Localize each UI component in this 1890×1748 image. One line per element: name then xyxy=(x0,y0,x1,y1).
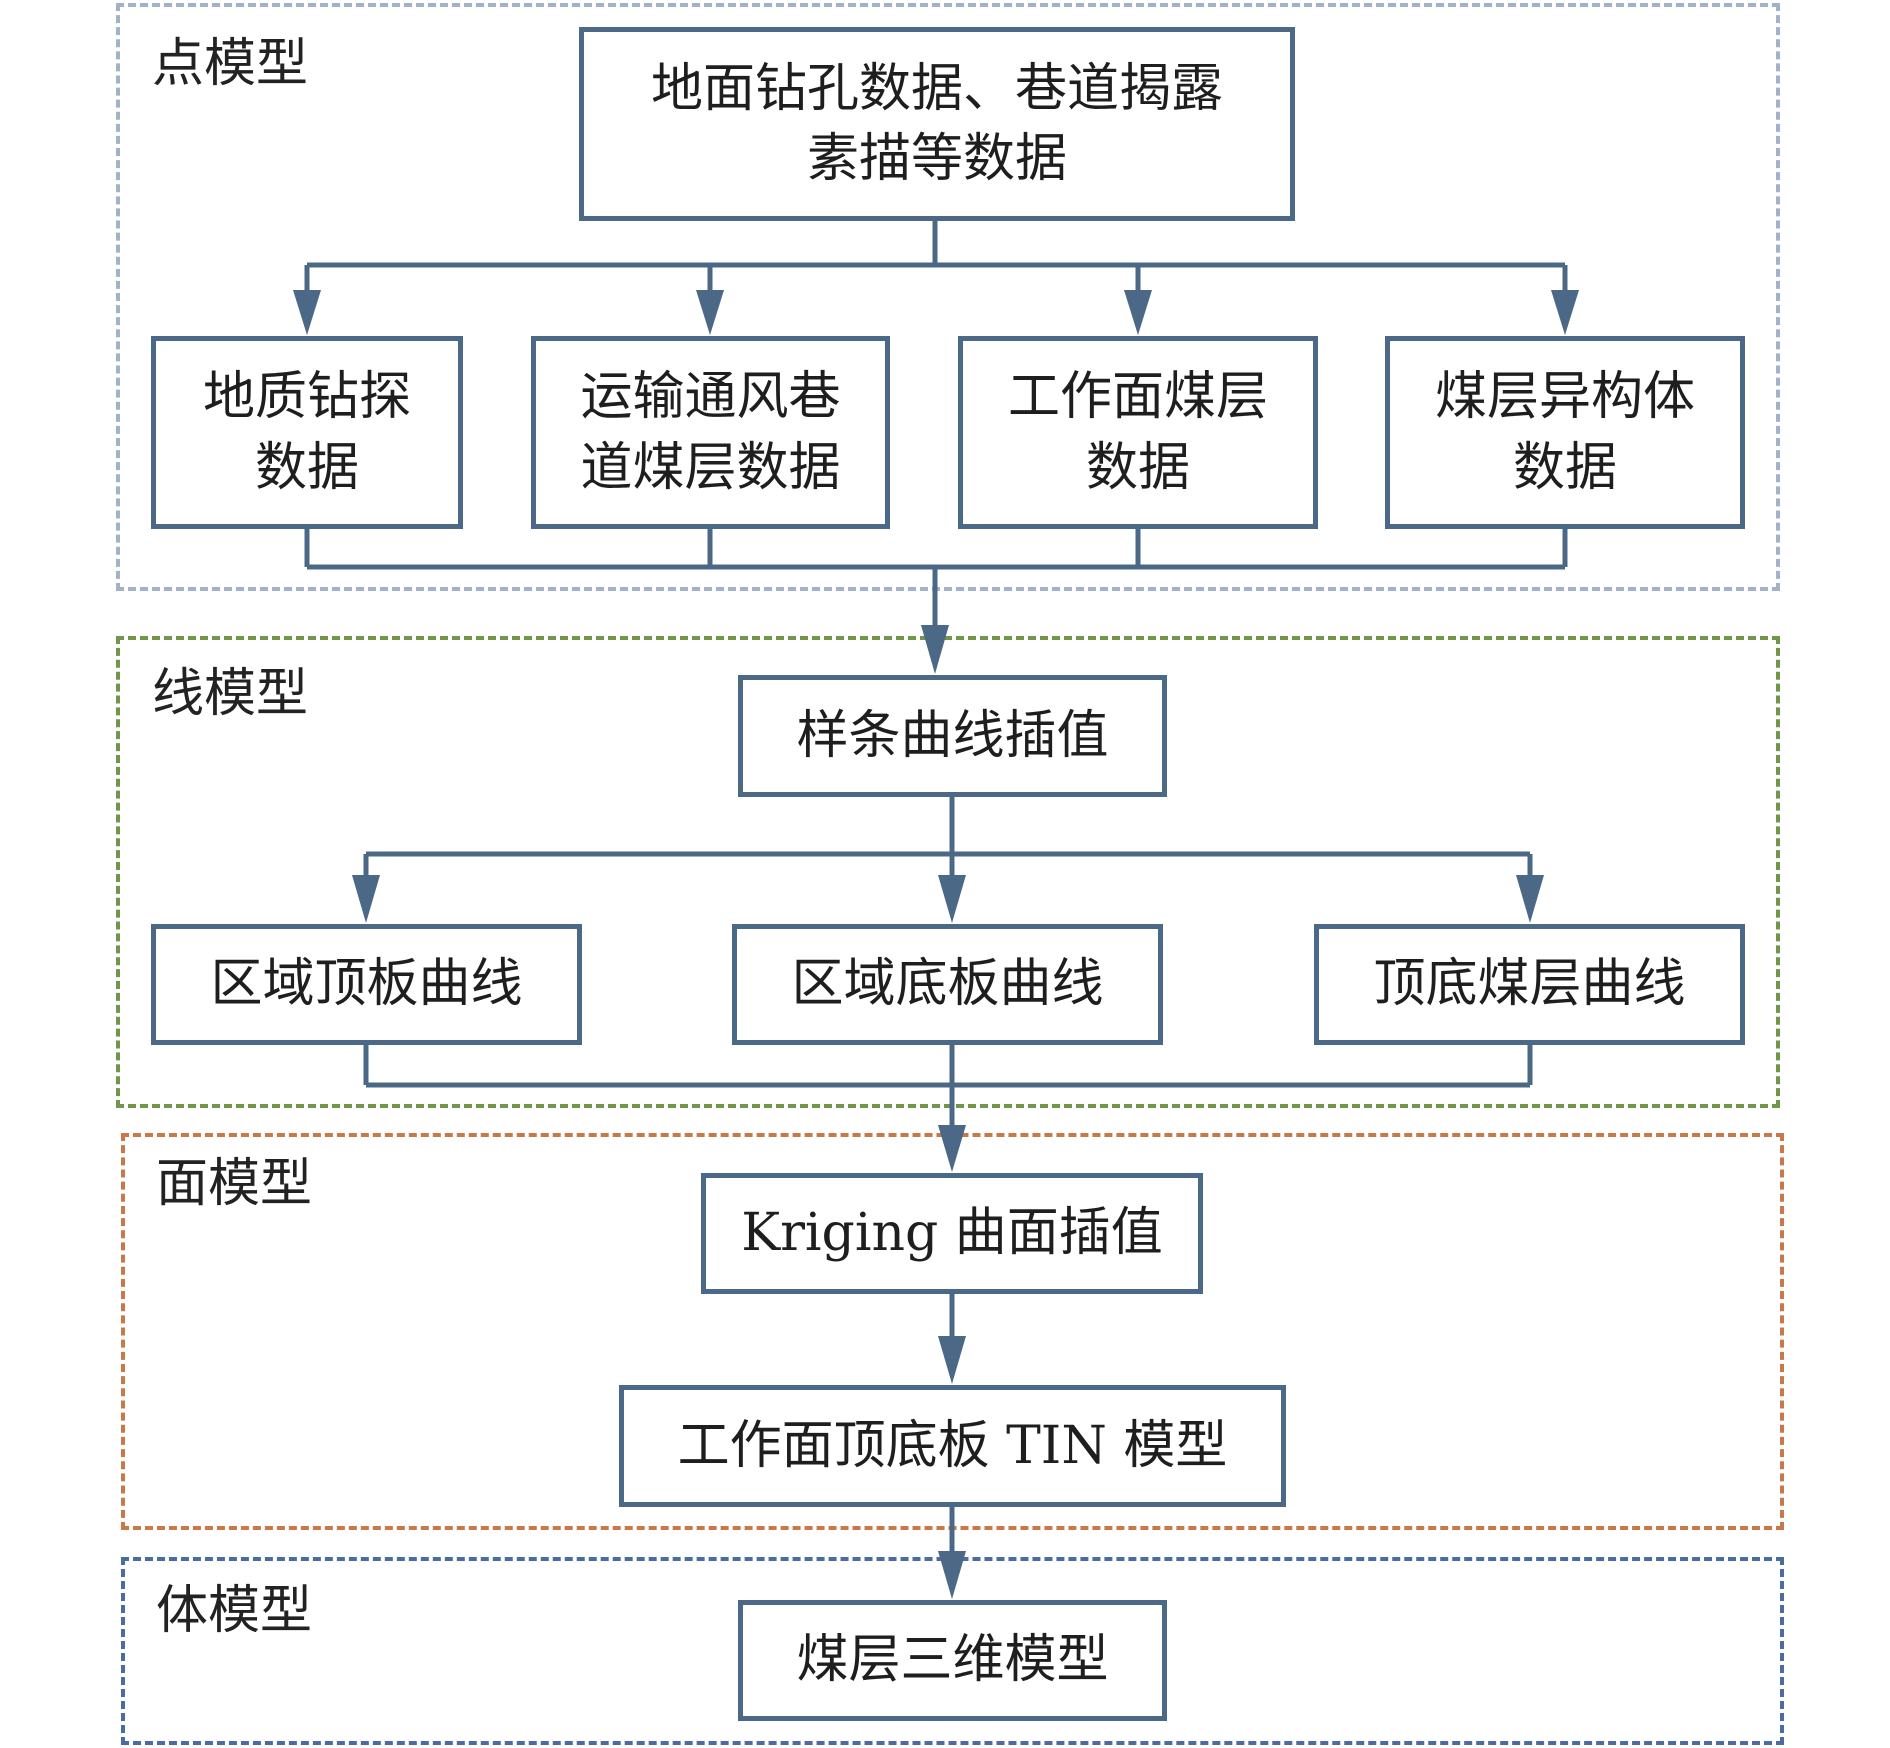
node-label-line: 煤层异构体 xyxy=(1434,367,1695,428)
seam-anomaly-data-node: 煤层异构体 数据 xyxy=(1385,336,1745,529)
node-label-line: 运输通风巷 xyxy=(580,367,841,428)
node-label-line: 数据 xyxy=(254,437,359,498)
tin-model-node: 工作面顶底板 TIN 模型 xyxy=(619,1385,1286,1507)
node-label: 样条曲线插值 xyxy=(796,705,1109,766)
geo-drill-data-node: 地质钻探 数据 xyxy=(151,336,463,529)
seam-curve-node: 顶底煤层曲线 xyxy=(1314,924,1745,1045)
seam-3d-model-node: 煤层三维模型 xyxy=(738,1600,1167,1721)
workface-seam-data-node: 工作面煤层 数据 xyxy=(958,336,1318,529)
node-label-line: 地质钻探 xyxy=(202,367,411,428)
floor-curve-node: 区域底板曲线 xyxy=(732,924,1163,1045)
node-label-line: 数据 xyxy=(1512,437,1617,498)
node-label-line: 数据 xyxy=(1085,437,1190,498)
roadway-seam-data-node: 运输通风巷 道煤层数据 xyxy=(531,336,890,529)
point-model-section xyxy=(116,3,1780,591)
node-label: 顶底煤层曲线 xyxy=(1373,954,1686,1015)
node-label-line: 工作面煤层 xyxy=(1007,367,1268,428)
surface-model-label: 面模型 xyxy=(156,1154,313,1214)
spline-interpolation-node: 样条曲线插值 xyxy=(738,675,1167,797)
source-data-node: 地面钻孔数据、巷道揭露 素描等数据 xyxy=(579,27,1295,221)
roof-curve-node: 区域顶板曲线 xyxy=(151,924,582,1045)
node-label: 区域顶板曲线 xyxy=(210,954,523,1015)
point-model-label: 点模型 xyxy=(152,34,309,94)
kriging-interpolation-node: Kriging 曲面插值 xyxy=(701,1173,1203,1294)
body-model-label: 体模型 xyxy=(156,1581,313,1641)
node-label: 工作面顶底板 TIN 模型 xyxy=(677,1415,1228,1476)
node-label-line: 地面钻孔数据、巷道揭露 xyxy=(650,58,1223,119)
node-label-line: 素描等数据 xyxy=(806,129,1067,189)
line-model-label: 线模型 xyxy=(152,664,309,724)
node-label: Kriging 曲面插值 xyxy=(741,1203,1163,1264)
node-label: 煤层三维模型 xyxy=(796,1630,1109,1691)
node-label-line: 道煤层数据 xyxy=(580,437,841,498)
node-label: 区域底板曲线 xyxy=(791,954,1104,1015)
